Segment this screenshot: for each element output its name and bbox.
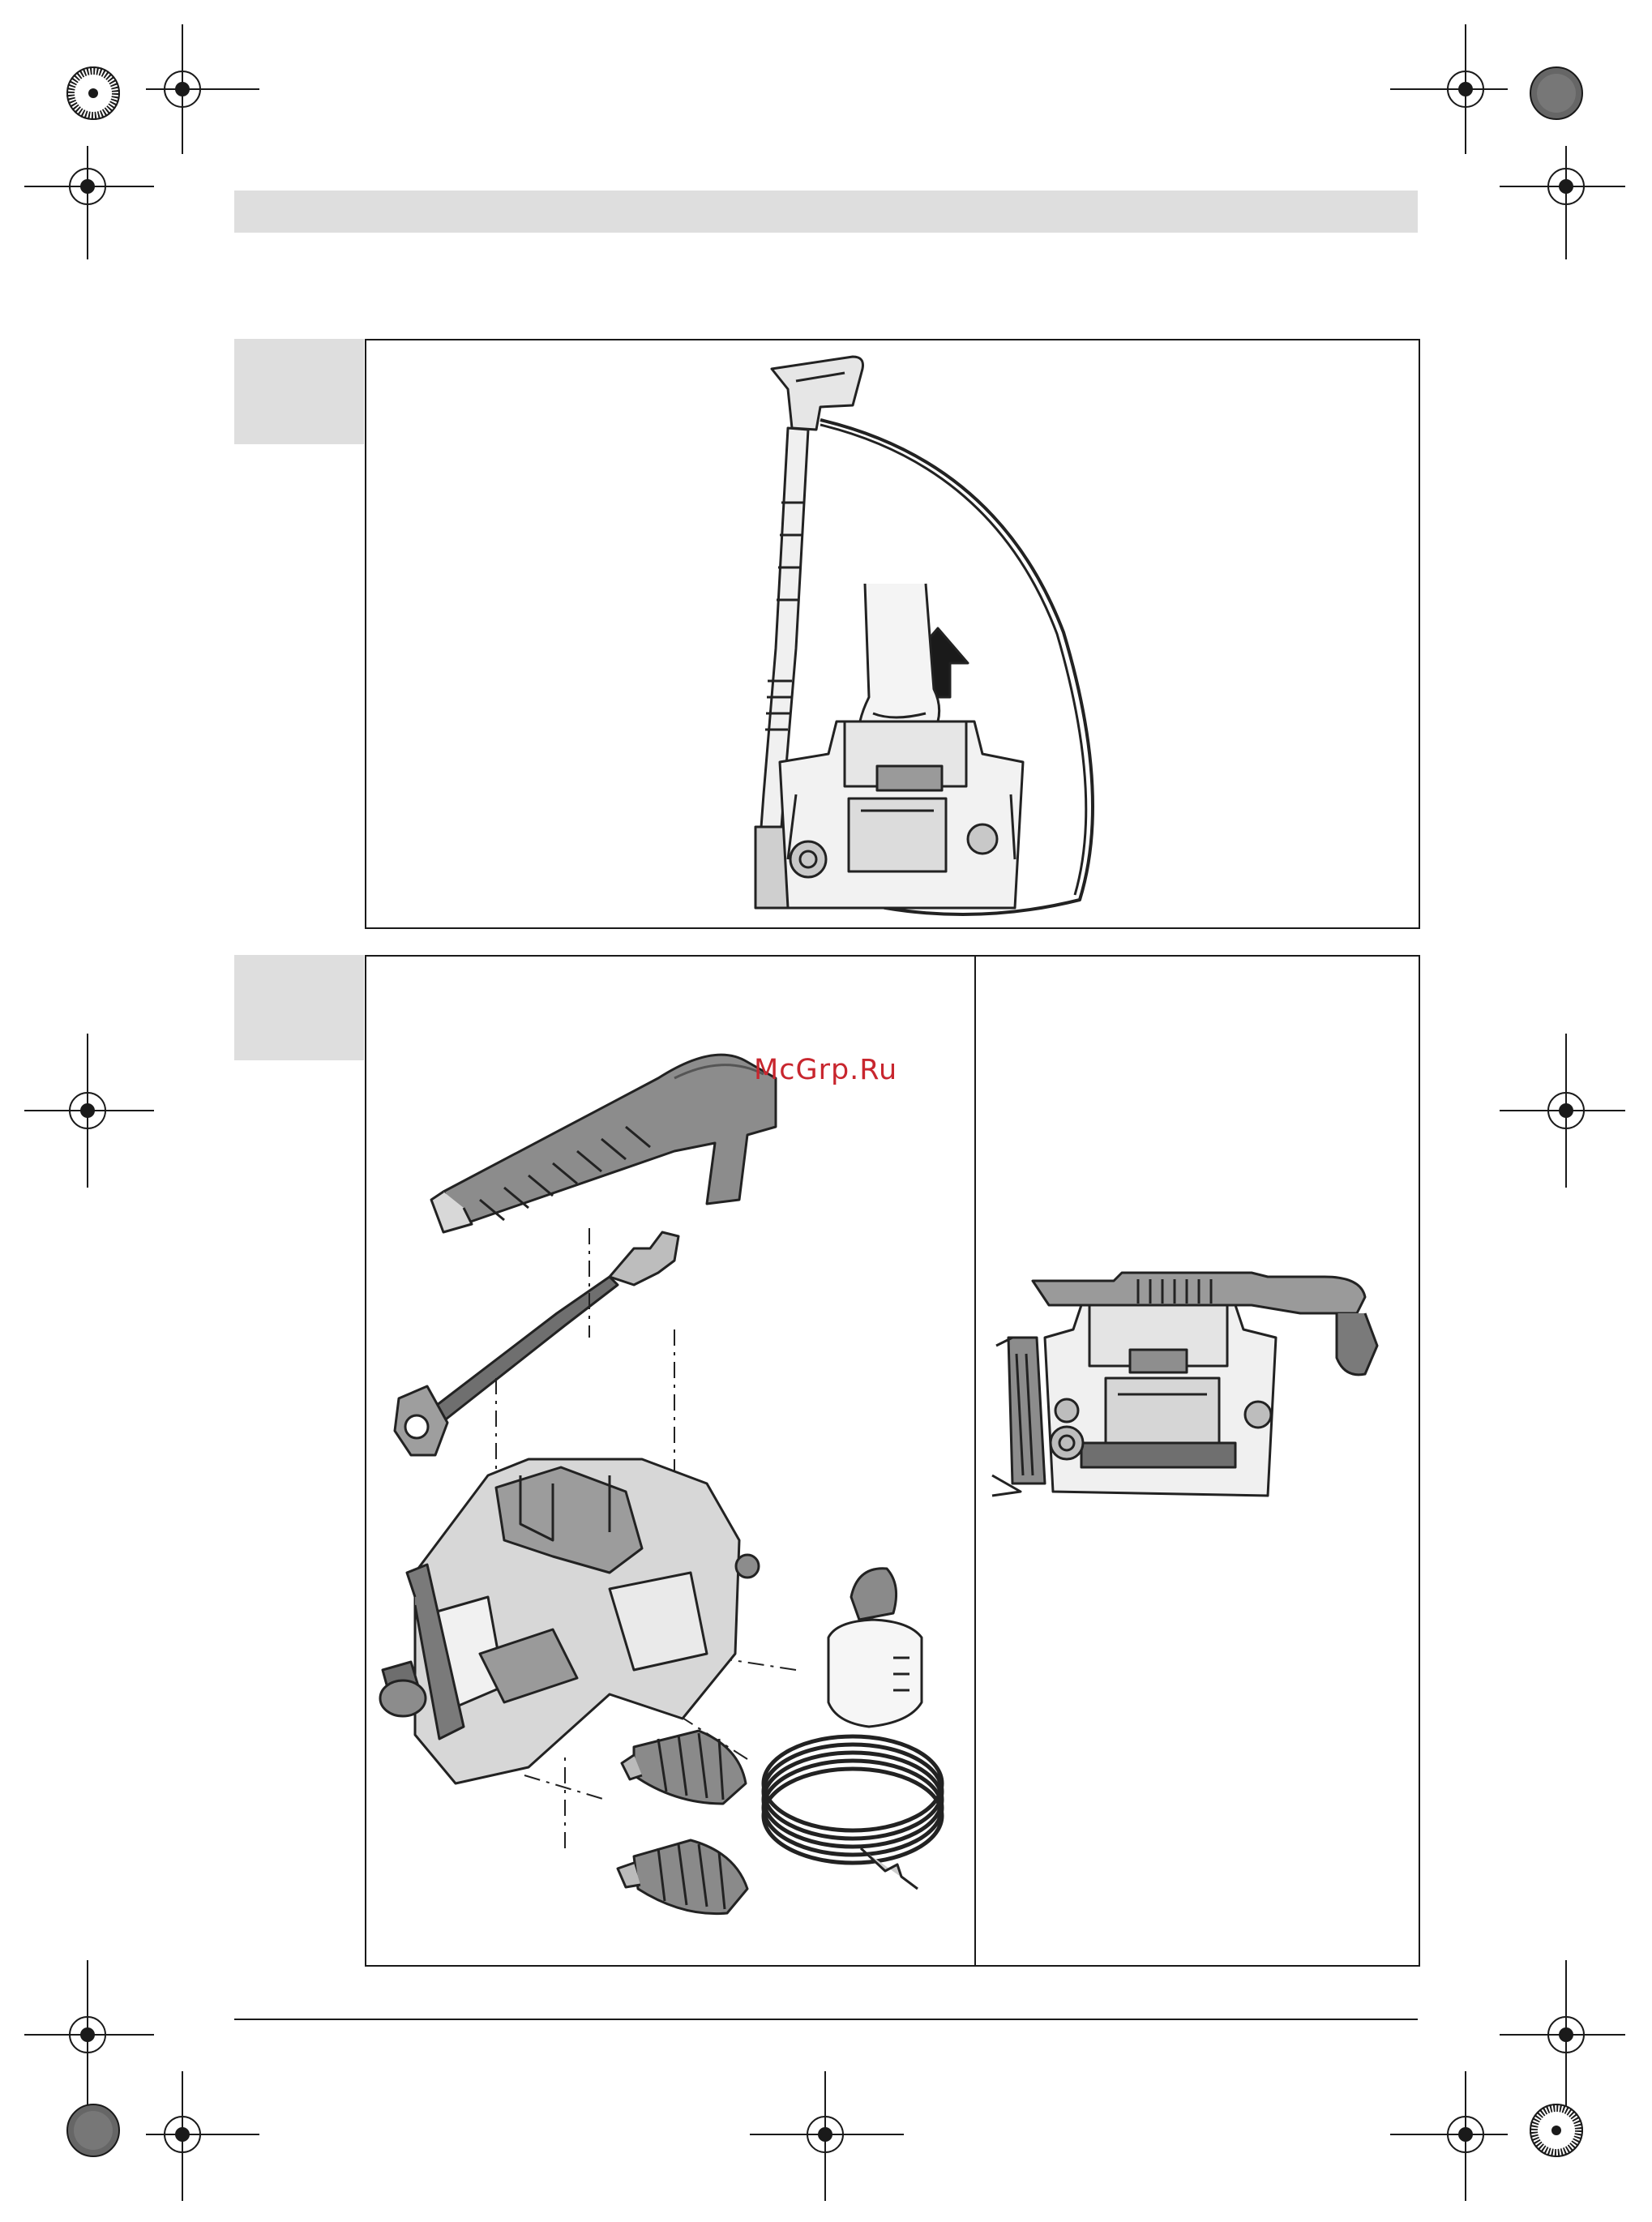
watermark: McGrp.Ru [754,1054,897,1086]
figure-1-panel [365,339,1420,929]
figure-2-panel: McGrp.Ru [365,955,1420,1967]
lift-pressure-washer-by-handle-illustration-icon [366,340,1419,927]
figure-1-tab [234,339,364,444]
header-bar [234,191,1418,233]
pressure-washer-storage-configuration-illustration-icon [976,957,1419,1965]
pressure-washer-exploded-parts-illustration-icon [366,957,974,1965]
footer-rule [234,2019,1418,2020]
figure-2-tab [234,955,364,1060]
